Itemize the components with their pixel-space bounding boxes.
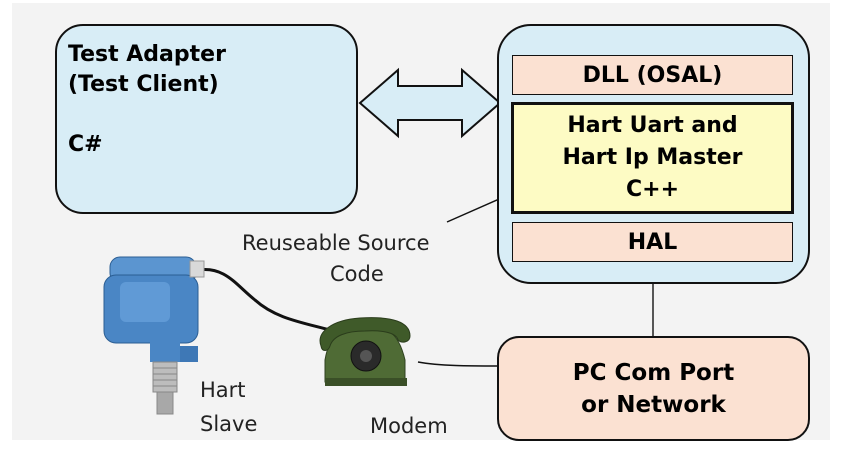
hart-slave-label-line1: Hart [200, 378, 246, 402]
hart-master-box: Hart Uart and Hart Ip Master C++ [511, 102, 794, 214]
hal-layer-box: HAL [512, 222, 793, 262]
osal-label: DLL (OSAL) [582, 62, 723, 88]
hart-master-line3: C++ [625, 177, 679, 202]
hart-master-line2: Hart Ip Master [562, 145, 743, 170]
hal-label: HAL [627, 229, 678, 255]
pc-port-line1: PC Com Port [572, 359, 735, 386]
reuse-label-line1: Reuseable Source [242, 231, 430, 255]
double-arrow [358, 67, 502, 139]
transmitter-device-icon [103, 256, 205, 415]
modem-label: Modem [370, 414, 448, 438]
telephone-modem-icon [319, 317, 411, 386]
pc-port-line2: or Network [581, 391, 726, 418]
hart-slave-label-line2: Slave [200, 412, 258, 436]
osal-layer-box: DLL (OSAL) [512, 55, 793, 95]
hart-master-line1: Hart Uart and [567, 113, 738, 138]
modem-pc-cable [417, 361, 499, 367]
test-adapter-title: Test Adapter [68, 42, 226, 67]
pc-com-port-box: PC Com Port or Network [497, 336, 810, 441]
test-adapter-box: Test Adapter (Test Client) C# [55, 24, 358, 214]
test-adapter-language: C# [68, 132, 103, 157]
test-adapter-subtitle: (Test Client) [68, 72, 219, 97]
reuse-label-line2: Code [330, 262, 384, 286]
